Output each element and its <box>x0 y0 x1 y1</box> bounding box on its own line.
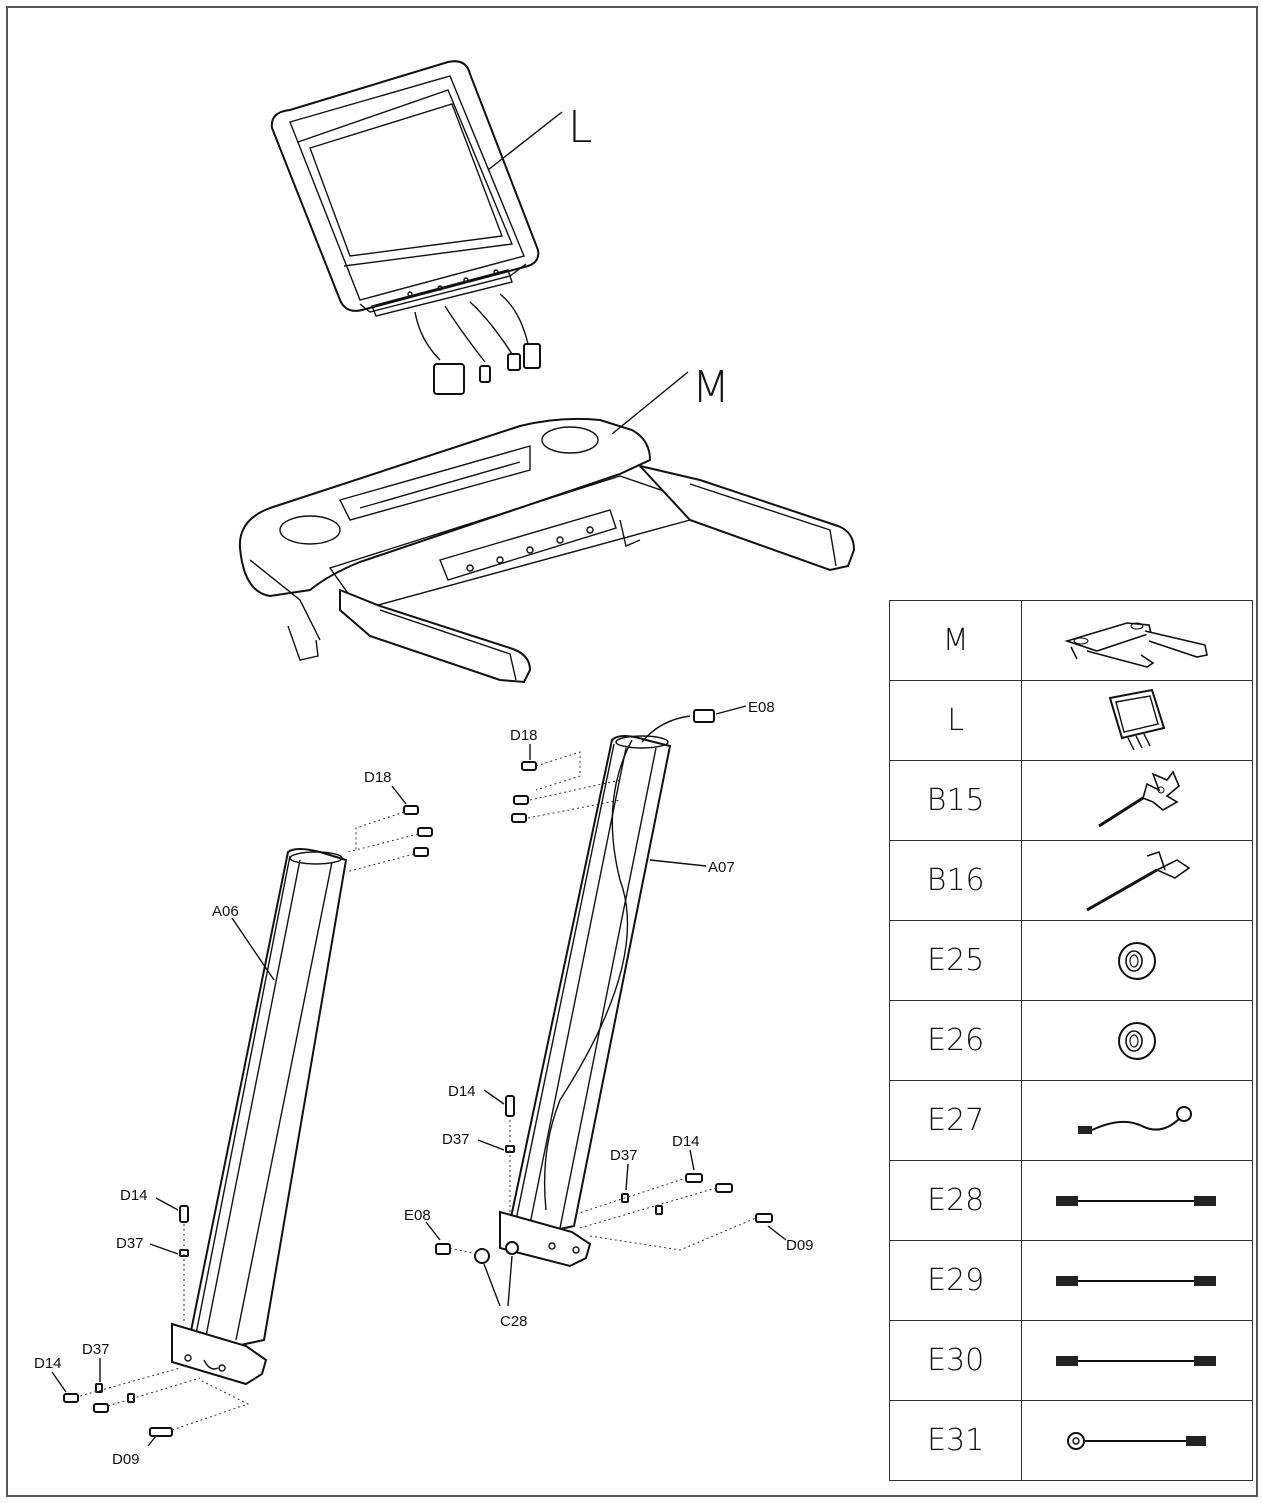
part-code: E29 <box>888 1240 1023 1321</box>
diagram-sheet <box>6 6 1258 1497</box>
parts-table-row: E30 <box>888 1320 1253 1401</box>
callout-d37-left-bottom: D37 <box>82 1341 110 1358</box>
part-code: E27 <box>888 1080 1023 1161</box>
part-code: B15 <box>888 760 1023 841</box>
parts-table-row: E31 <box>888 1400 1253 1481</box>
part-code: E28 <box>888 1160 1023 1241</box>
callout-right-upright: A07 <box>708 859 735 876</box>
ferrite-ring-icon <box>1021 920 1253 1001</box>
callout-e08-top: E08 <box>748 699 775 716</box>
left-hardware <box>51 785 433 1447</box>
connector-cable-icon <box>1021 1160 1253 1241</box>
parts-table-row: B16 <box>888 840 1253 921</box>
ferrite-ring-icon <box>1021 1000 1253 1081</box>
callout-d18-left: D18 <box>364 769 392 786</box>
parts-table-row: E29 <box>888 1240 1253 1321</box>
parts-table-row: M <box>888 600 1253 681</box>
callout-d14-left-top: D14 <box>120 1187 148 1204</box>
console-frame <box>238 371 856 684</box>
parts-table-row: E27 <box>888 1080 1253 1161</box>
callout-d09-right: D09 <box>786 1237 814 1254</box>
callout-d37-right-mid: D37 <box>610 1147 638 1164</box>
callout-d09-left: D09 <box>112 1451 140 1468</box>
part-code: B16 <box>888 840 1023 921</box>
callout-d18-right: D18 <box>510 727 538 744</box>
callout-d37-left-top: D37 <box>116 1235 144 1252</box>
part-code: L <box>888 680 1023 761</box>
callout-e08-bottom: E08 <box>404 1207 431 1224</box>
ground-cable-icon <box>1021 1400 1253 1481</box>
part-code: E26 <box>888 1000 1023 1081</box>
parts-table-row: E26 <box>888 1000 1253 1081</box>
right-hardware <box>425 705 787 1307</box>
callout-d14-right-mid: D14 <box>672 1133 700 1150</box>
parts-table-row: L <box>888 680 1253 761</box>
console-frame-icon <box>1021 600 1253 681</box>
parts-table-row: B15 <box>888 760 1253 841</box>
connector-cable-icon <box>1021 1240 1253 1321</box>
part-code: E25 <box>888 920 1023 1001</box>
part-code: E31 <box>888 1400 1023 1481</box>
right-upright-tube <box>499 709 715 1268</box>
console-display-icon <box>1021 680 1253 761</box>
callout-c28: C28 <box>500 1313 528 1330</box>
cross-wrench-icon <box>1021 760 1253 841</box>
parts-table-row: E28 <box>888 1160 1253 1241</box>
callout-d37-right-top: D37 <box>442 1131 470 1148</box>
callout-left-upright: A06 <box>212 903 239 920</box>
callout-d14-right-top: D14 <box>448 1083 476 1100</box>
part-code: E30 <box>888 1320 1023 1401</box>
sensor-cable-icon <box>1021 1080 1253 1161</box>
callout-frame: M <box>692 362 730 413</box>
callout-d14-left-bottom: D14 <box>34 1355 62 1372</box>
allen-key-icon <box>1021 840 1253 921</box>
connector-cable-icon <box>1021 1320 1253 1401</box>
part-code: M <box>888 600 1023 681</box>
console-display <box>270 60 563 395</box>
left-upright-tube <box>171 848 348 1386</box>
callout-console: L <box>568 102 593 153</box>
parts-table-row: E25 <box>888 920 1253 1001</box>
